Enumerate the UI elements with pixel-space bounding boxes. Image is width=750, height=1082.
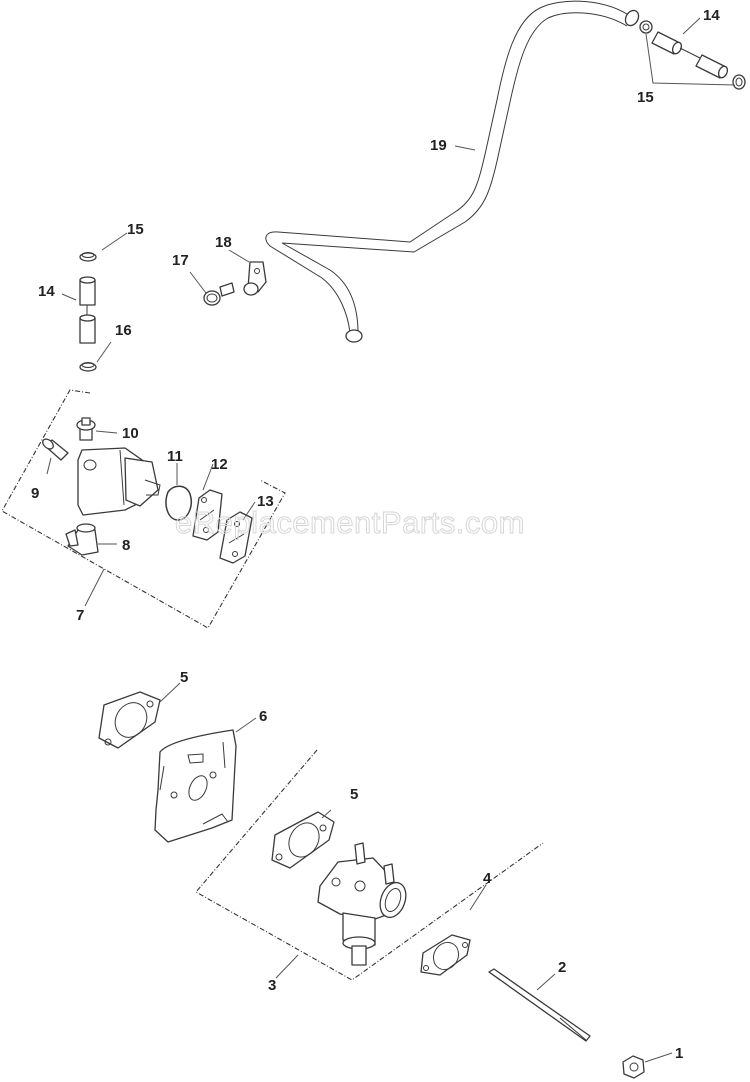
o-ring-11[interactable] [165, 485, 192, 521]
carburetor-kit-3-bracket [195, 749, 544, 981]
callout-5-upper[interactable]: 5 [180, 669, 188, 686]
callout-6[interactable]: 6 [259, 708, 267, 725]
callout-10[interactable]: 10 [122, 425, 139, 442]
callout-8[interactable]: 8 [122, 537, 130, 554]
hose-clip-18[interactable] [243, 261, 267, 296]
callout-9[interactable]: 9 [31, 485, 39, 502]
callout-11[interactable]: 11 [167, 448, 183, 465]
callout-17[interactable]: 17 [172, 252, 189, 269]
callout-18[interactable]: 18 [215, 234, 232, 251]
screw-9[interactable] [41, 437, 69, 461]
hose-clamp-16[interactable] [79, 362, 97, 372]
callout-13[interactable]: 13 [257, 493, 274, 510]
hose-clamp-15-right-a[interactable] [639, 20, 653, 34]
fuel-filter-14-left[interactable] [79, 276, 96, 344]
heat-shield-6[interactable] [154, 729, 237, 843]
callout-16[interactable]: 16 [115, 322, 132, 339]
elbow-fitting-8[interactable] [65, 523, 99, 556]
callout-3[interactable]: 3 [268, 977, 276, 994]
callout-1[interactable]: 1 [675, 1045, 683, 1062]
callout-7[interactable]: 7 [76, 607, 84, 624]
fuel-filter-14-right[interactable] [651, 31, 729, 79]
callout-14-right[interactable]: 14 [703, 7, 720, 24]
gasket-5-upper[interactable] [98, 691, 161, 749]
plate-13[interactable] [219, 511, 253, 564]
fuel-line-19[interactable] [265, 0, 641, 343]
hose-clamp-15-right-b[interactable] [732, 74, 746, 90]
carburetor[interactable] [317, 842, 410, 966]
gasket-4[interactable] [420, 934, 471, 976]
callout-19[interactable]: 19 [430, 137, 447, 154]
callout-2[interactable]: 2 [558, 959, 566, 976]
screw-17[interactable] [203, 282, 235, 306]
stud-2[interactable] [488, 968, 591, 1042]
callout-14-left[interactable]: 14 [38, 283, 55, 300]
callout-5-lower[interactable]: 5 [350, 786, 358, 803]
callout-12[interactable]: 12 [211, 456, 228, 473]
callout-15-right[interactable]: 15 [637, 89, 654, 106]
callout-labels: 1 2 3 4 5 5 6 7 8 9 10 11 12 13 14 14 15… [31, 7, 720, 1062]
callout-4[interactable]: 4 [483, 870, 492, 887]
fuel-pump-kit-7-bracket [1, 389, 286, 629]
fuel-pump-body[interactable] [77, 447, 161, 516]
fitting-10[interactable] [76, 417, 96, 441]
leader-lines [46, 17, 736, 1063]
callout-15-left[interactable]: 15 [127, 221, 144, 238]
hose-clamp-15-left[interactable] [79, 252, 97, 262]
nut-1[interactable] [622, 1055, 645, 1079]
gasket-12[interactable] [192, 489, 223, 541]
gasket-5-lower[interactable] [271, 811, 335, 869]
